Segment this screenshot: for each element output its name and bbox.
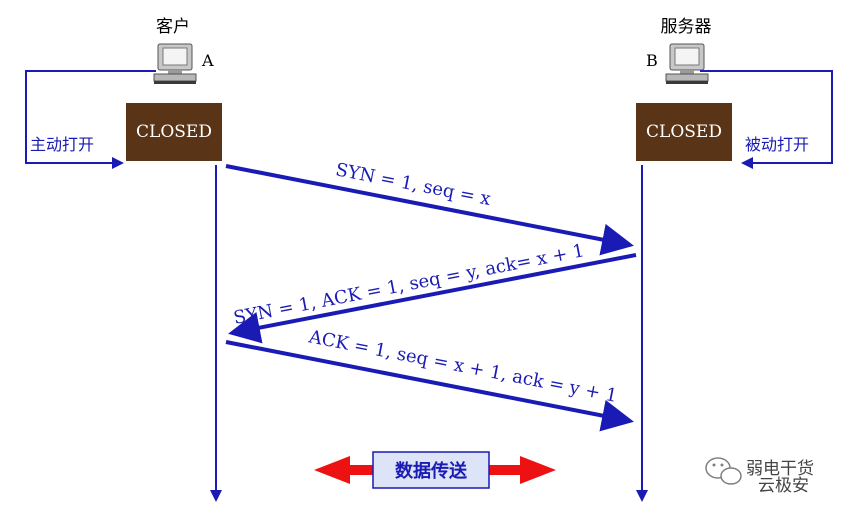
server-title: 服务器 — [661, 17, 712, 37]
server-state: CLOSED — [646, 122, 722, 142]
server-state-box — [636, 103, 732, 161]
client-state-box — [126, 103, 222, 161]
syn-ack-arrow — [228, 253, 637, 344]
syn-arrow — [225, 164, 634, 256]
client-state: CLOSED — [136, 122, 212, 142]
ack-arrow — [225, 340, 634, 432]
client-action: 主动打开 — [30, 135, 94, 154]
server-letter: B — [646, 51, 658, 70]
syn-ack-label: SYN = 1, ACK = 1, seq = y, ack= x + 1 — [232, 240, 586, 329]
wechat-icon — [705, 457, 742, 485]
server-open-loop — [700, 70, 833, 169]
computer-icon — [665, 43, 709, 84]
data-transfer-box — [372, 451, 490, 489]
computer-icon — [153, 43, 197, 84]
server-action: 被动打开 — [745, 135, 809, 154]
client-open-loop — [25, 70, 156, 169]
watermark-line1: 弱电干货 — [746, 459, 814, 479]
watermark-line2: 云极安 — [758, 476, 809, 496]
client-title: 客户 — [156, 17, 190, 37]
client-letter: A — [201, 51, 214, 70]
data-transfer-label: 数据传送 — [395, 460, 468, 482]
